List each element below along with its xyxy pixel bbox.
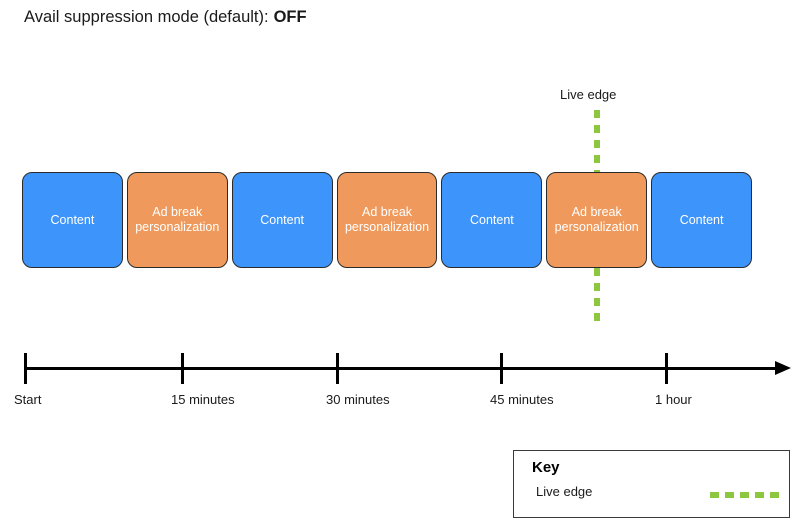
timeline-segment-ad-break: Ad break personalization xyxy=(336,172,438,268)
key-item-live-edge-swatch xyxy=(710,492,782,498)
axis-tick-label: Start xyxy=(14,392,42,407)
timeline-segment-content: Content xyxy=(231,172,333,268)
axis-tick xyxy=(24,353,27,384)
page-title-value: OFF xyxy=(273,8,307,26)
timeline-segment-content: Content xyxy=(651,172,753,268)
axis-tick-label: 1 hour xyxy=(655,392,692,407)
timeline-axis: Start 15 minutes 30 minutes 45 minutes 1 hou… xyxy=(0,340,803,415)
axis-arrow-icon xyxy=(775,361,791,375)
page-title: Avail suppression mode (default):OFF xyxy=(24,7,307,27)
key-item-live-edge-label: Live edge xyxy=(536,484,593,499)
live-edge-dotted-line-top xyxy=(594,110,600,172)
live-edge-label: Live edge xyxy=(560,87,617,102)
axis-tick xyxy=(665,353,668,384)
axis-tick xyxy=(336,353,339,384)
key-legend-box: Key Live edge xyxy=(513,450,790,518)
axis-tick-label: 15 minutes xyxy=(171,392,235,407)
axis-tick-label: 30 minutes xyxy=(326,392,390,407)
timeline-segment-content: Content xyxy=(22,172,123,268)
timeline-segment-ad-break: Ad break personalization xyxy=(126,172,228,268)
page-title-label: Avail suppression mode (default): xyxy=(24,8,269,26)
live-edge-dotted-line-bottom xyxy=(594,268,600,328)
key-title: Key xyxy=(532,459,560,476)
axis-tick xyxy=(181,353,184,384)
axis-tick-label: 45 minutes xyxy=(490,392,554,407)
axis-tick xyxy=(500,353,503,384)
timeline-segment-content: Content xyxy=(441,172,543,268)
timeline-segment-ad-break: Ad break personalization xyxy=(546,172,648,268)
axis-line xyxy=(24,367,777,370)
